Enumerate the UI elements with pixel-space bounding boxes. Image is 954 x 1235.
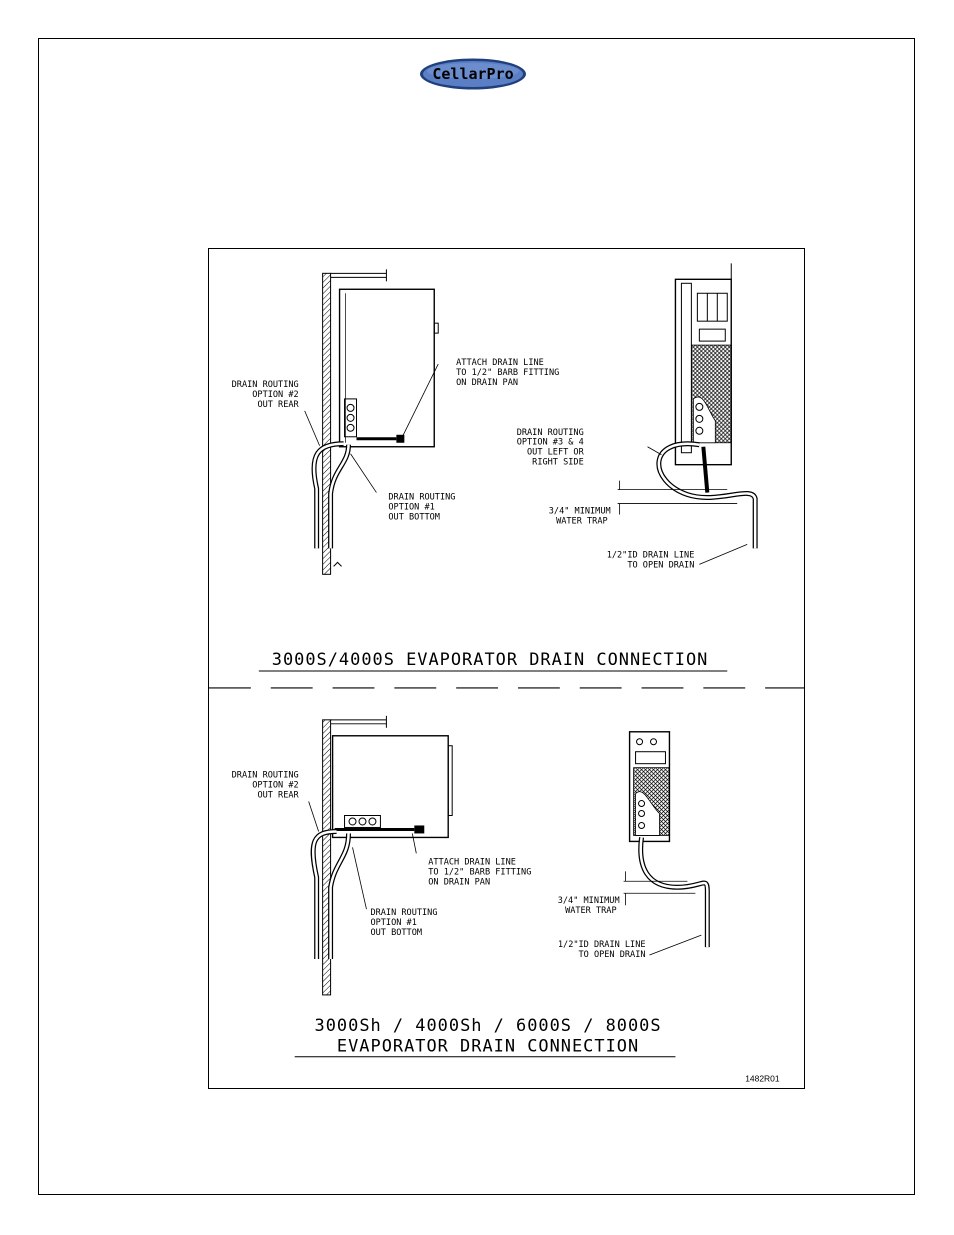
bottom-left-drain-hose bbox=[310, 828, 352, 960]
bottom-option2-line1: DRAIN ROUTING bbox=[232, 771, 299, 781]
top-option1-line1: DRAIN ROUTING bbox=[388, 493, 455, 503]
drawing-number: 1482R01 bbox=[745, 1074, 780, 1084]
top-option1-line3: OUT BOTTOM bbox=[388, 513, 440, 523]
top-right-drain-hose bbox=[656, 441, 758, 549]
drain-connection-drawing: DRAIN ROUTING OPTION #2 OUT REAR ATTACH … bbox=[208, 248, 805, 1089]
bottom-option1-line1: DRAIN ROUTING bbox=[370, 908, 437, 918]
bottom-diagram-title-line1: 3000Sh / 4000Sh / 6000S / 8000S bbox=[315, 1015, 662, 1035]
bottom-right-drain-hose bbox=[638, 837, 710, 948]
page-border bbox=[38, 38, 915, 1195]
top-attach-line3: ON DRAIN PAN bbox=[456, 378, 518, 388]
bottom-drain-line1: 1/2"ID DRAIN LINE bbox=[558, 940, 646, 950]
top-option2-line2: OPTION #2 bbox=[252, 390, 298, 400]
bottom-left-wall bbox=[322, 715, 387, 996]
top-attach-line1: ATTACH DRAIN LINE bbox=[456, 358, 544, 368]
top-trap-line2: WATER TRAP bbox=[556, 516, 608, 526]
bottom-right-evaporator-unit bbox=[628, 731, 671, 843]
bottom-diagram-title-line2: EVAPORATOR DRAIN CONNECTION bbox=[337, 1036, 639, 1056]
top-option2-line1: DRAIN ROUTING bbox=[232, 380, 299, 390]
top-left-drain-hose bbox=[311, 441, 352, 567]
bottom-option2-line2: OPTION #2 bbox=[252, 781, 298, 791]
top-option1-line2: OPTION #1 bbox=[388, 503, 434, 513]
top-option34-line2: OPTION #3 & 4 bbox=[517, 438, 584, 448]
top-trap-line1: 3/4" MINIMUM bbox=[549, 507, 611, 517]
bottom-attach-line2: TO 1/2" BARB FITTING bbox=[428, 867, 531, 877]
bottom-trap-line1: 3/4" MINIMUM bbox=[558, 896, 620, 906]
top-drain-line2: TO OPEN DRAIN bbox=[627, 560, 694, 570]
bottom-option2-line3: OUT REAR bbox=[257, 791, 299, 801]
bottom-attach-line1: ATTACH DRAIN LINE bbox=[428, 857, 516, 867]
top-drain-line1: 1/2"ID DRAIN LINE bbox=[607, 550, 695, 560]
bottom-option1-line3: OUT BOTTOM bbox=[370, 928, 422, 938]
top-option2-line3: OUT REAR bbox=[257, 400, 299, 410]
bottom-trap-line2: WATER TRAP bbox=[565, 906, 617, 916]
top-diagram-title: 3000S/4000S EVAPORATOR DRAIN CONNECTION bbox=[272, 649, 709, 669]
cellarpro-logo: CellarPro bbox=[420, 58, 526, 90]
top-evaporator-unit bbox=[338, 288, 439, 448]
top-left-wall bbox=[322, 269, 387, 575]
top-option34-line1: DRAIN ROUTING bbox=[517, 428, 584, 438]
top-attach-line2: TO 1/2" BARB FITTING bbox=[456, 368, 559, 378]
top-right-evaporator-unit bbox=[674, 263, 732, 466]
bottom-drain-line2: TO OPEN DRAIN bbox=[579, 950, 646, 960]
bottom-evaporator-unit bbox=[331, 735, 453, 839]
bottom-option1-line2: OPTION #1 bbox=[370, 918, 416, 928]
logo-text: CellarPro bbox=[432, 65, 513, 83]
top-option34-line4: RIGHT SIDE bbox=[532, 458, 584, 468]
top-option34-line3: OUT LEFT OR bbox=[527, 448, 585, 458]
bottom-attach-line3: ON DRAIN PAN bbox=[428, 877, 490, 887]
